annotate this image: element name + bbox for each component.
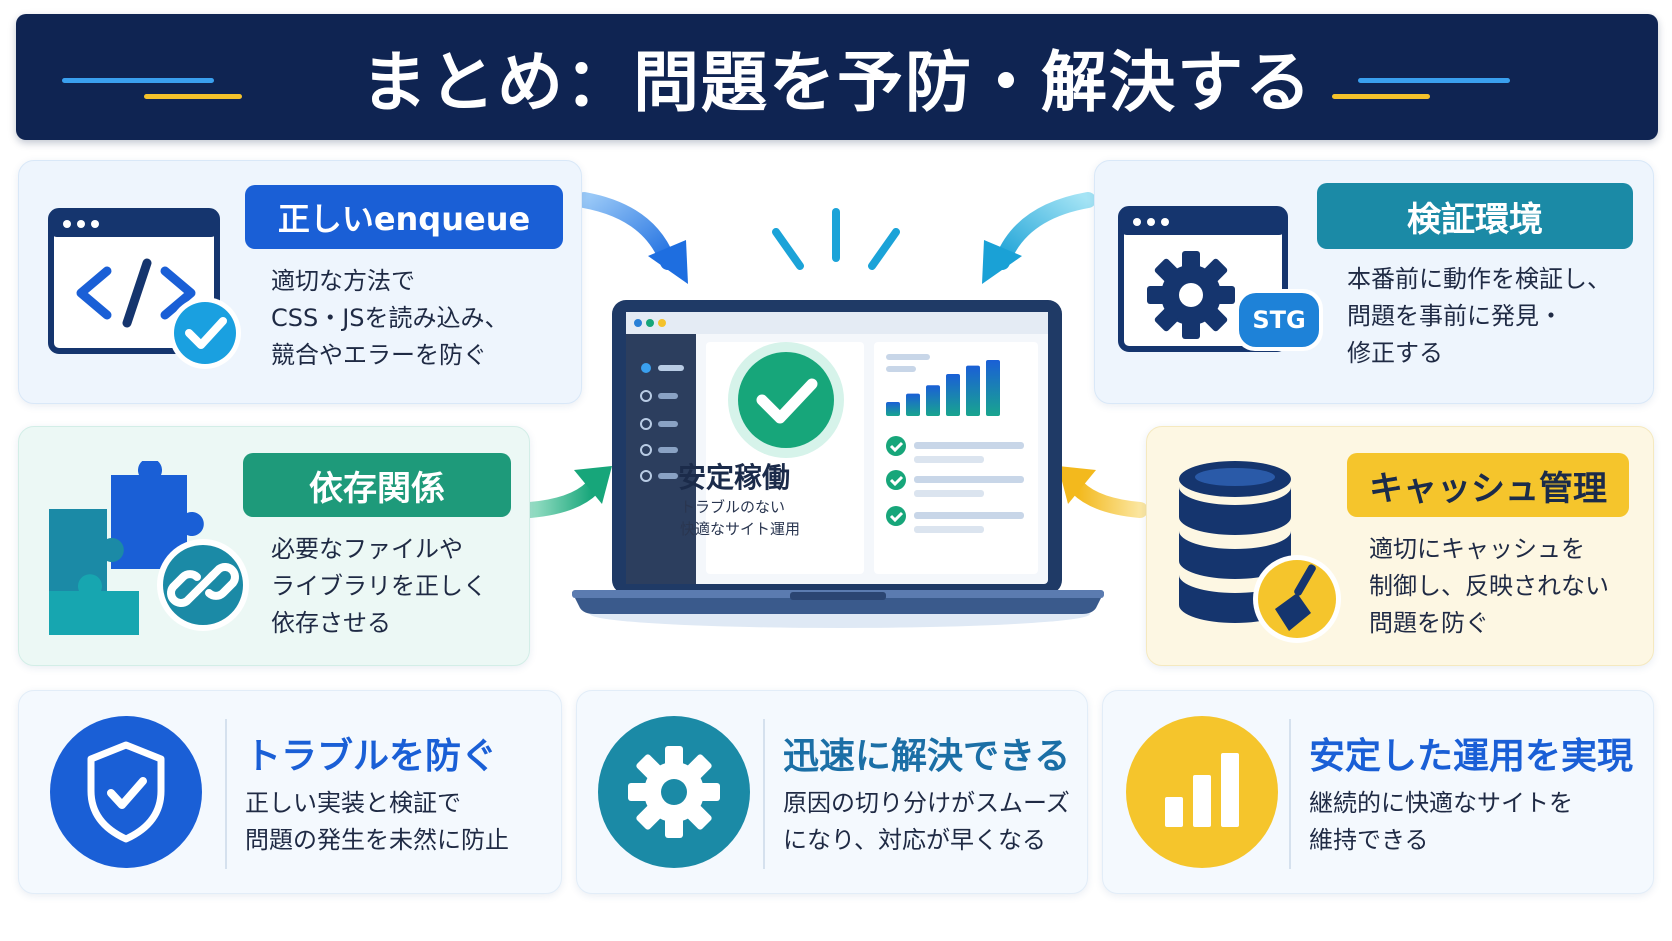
bottom-card-stable-title: 安定した運用を実現 — [1309, 736, 1634, 777]
center-subtitle-line-2: 快適なサイト運用 — [680, 520, 801, 538]
stg-badge: STG — [1252, 306, 1306, 334]
header-deco-line-right-top — [1358, 78, 1510, 83]
bottom-card-resolve-divider — [763, 719, 765, 869]
bottom-card-prevent: トラブルを防ぐ 正しい実装と検証で 問題の発生を未然に防止 — [18, 690, 562, 894]
card-dependency-line-1: 必要なファイルや — [271, 535, 463, 563]
bottom-card-prevent-title: トラブルを防ぐ — [245, 736, 498, 777]
card-cache-line-2: 制御し、反映されない — [1369, 572, 1609, 600]
card-staging: STG 検証環境 本番前に動作を検証し、 問題を事前に発見・ 修正する — [1094, 160, 1654, 404]
card-enqueue-text: 適切な方法で CSS・JSを読み込み、 競合やエラーを防ぐ — [271, 263, 509, 374]
card-dependency: 依存関係 必要なファイルや ライブラリを正しく 依存させる — [18, 426, 530, 666]
center-subtitle-line-1: トラブルのない — [680, 498, 786, 516]
laptop-bar-2 — [906, 393, 920, 416]
card-dependency-line-2: ライブラリを正しく — [271, 572, 487, 600]
bottom-card-stable-line-1: 継続的に快適なサイトを — [1309, 789, 1573, 817]
card-enqueue-line-1: 適切な方法で — [271, 267, 415, 295]
laptop-bar-1 — [886, 402, 900, 416]
bottom-card-resolve: 迅速に解決できる 原因の切り分けがスムーズ になり、対応が早くなる — [576, 690, 1088, 894]
database-broom-icon — [1177, 459, 1357, 649]
bottom-card-resolve-text: 原因の切り分けがスムーズ になり、対応が早くなる — [783, 785, 1070, 859]
card-cache-title: キャッシュ管理 — [1347, 453, 1629, 517]
center-title: 安定稼働 — [678, 461, 791, 494]
center-laptop: 安定稼働 トラブルのない 快適なサイト運用 — [568, 296, 1108, 636]
card-enqueue: 正しいenqueue 適切な方法で CSS・JSを読み込み、 競合やエラーを防ぐ — [18, 160, 582, 404]
card-enqueue-line-3: 競合やエラーを防ぐ — [271, 341, 487, 369]
laptop-bar-3 — [926, 385, 940, 416]
bottom-card-prevent-divider — [225, 719, 227, 869]
bar-chart-icon — [1125, 715, 1279, 869]
header-deco-line-left-top — [62, 78, 214, 83]
bottom-card-stable-divider — [1289, 719, 1291, 869]
header-deco-line-right-bottom — [1332, 94, 1430, 99]
arrow-enqueue-to-center — [576, 192, 688, 284]
gear-icon — [597, 715, 751, 869]
card-staging-line-1: 本番前に動作を検証し、 — [1347, 265, 1611, 293]
bottom-card-stable-line-2: 維持できる — [1309, 826, 1429, 854]
card-dependency-text: 必要なファイルや ライブラリを正しく 依存させる — [271, 531, 487, 642]
puzzle-link-icon — [45, 458, 255, 641]
card-cache-text: 適切にキャッシュを 制御し、反映されない 問題を防ぐ — [1369, 531, 1609, 642]
card-cache-line-3: 問題を防ぐ — [1369, 609, 1489, 637]
laptop-bar-5 — [966, 365, 980, 416]
header-deco-line-left-bottom — [144, 94, 242, 99]
bottom-card-stable: 安定した運用を実現 継続的に快適なサイトを 維持できる — [1102, 690, 1654, 894]
bottom-card-resolve-line-1: 原因の切り分けがスムーズ — [783, 789, 1070, 817]
card-staging-text: 本番前に動作を検証し、 問題を事前に発見・ 修正する — [1347, 261, 1611, 372]
shield-check-icon — [49, 715, 203, 869]
bottom-card-prevent-line-2: 問題の発生を未然に防止 — [245, 826, 509, 854]
code-window-check-icon — [47, 207, 247, 377]
sparkle-lines — [772, 208, 900, 270]
bottom-card-resolve-line-2: になり、対応が早くなる — [783, 826, 1047, 854]
bottom-card-prevent-text: 正しい実装と検証で 問題の発生を未然に防止 — [245, 785, 509, 859]
bottom-card-stable-text: 継続的に快適なサイトを 維持できる — [1309, 785, 1573, 859]
gear-window-icon: STG — [1117, 203, 1327, 383]
card-dependency-title: 依存関係 — [243, 453, 511, 517]
card-cache: キャッシュ管理 適切にキャッシュを 制御し、反映されない 問題を防ぐ — [1146, 426, 1654, 666]
bottom-card-prevent-line-1: 正しい実装と検証で — [245, 789, 461, 817]
card-staging-title: 検証環境 — [1317, 183, 1633, 249]
card-enqueue-title: 正しいenqueue — [245, 185, 563, 249]
card-dependency-line-3: 依存させる — [271, 609, 391, 637]
laptop-bar-6 — [986, 360, 1000, 416]
bottom-card-resolve-title: 迅速に解決できる — [783, 736, 1071, 777]
page-title: まとめ：問題を予防・解決する — [361, 44, 1313, 121]
arrow-staging-to-center — [982, 192, 1096, 284]
center-subtitle: トラブルのない 快適なサイト運用 — [680, 496, 800, 540]
card-staging-line-2: 問題を事前に発見・ — [1347, 302, 1563, 330]
card-staging-line-3: 修正する — [1347, 339, 1443, 367]
laptop-dashboard-icon — [572, 300, 1104, 628]
card-enqueue-line-2: CSS・JSを読み込み、 — [271, 304, 509, 332]
card-cache-line-1: 適切にキャッシュを — [1369, 535, 1585, 563]
header-banner: まとめ：問題を予防・解決する — [16, 14, 1658, 140]
laptop-bar-4 — [946, 374, 960, 416]
